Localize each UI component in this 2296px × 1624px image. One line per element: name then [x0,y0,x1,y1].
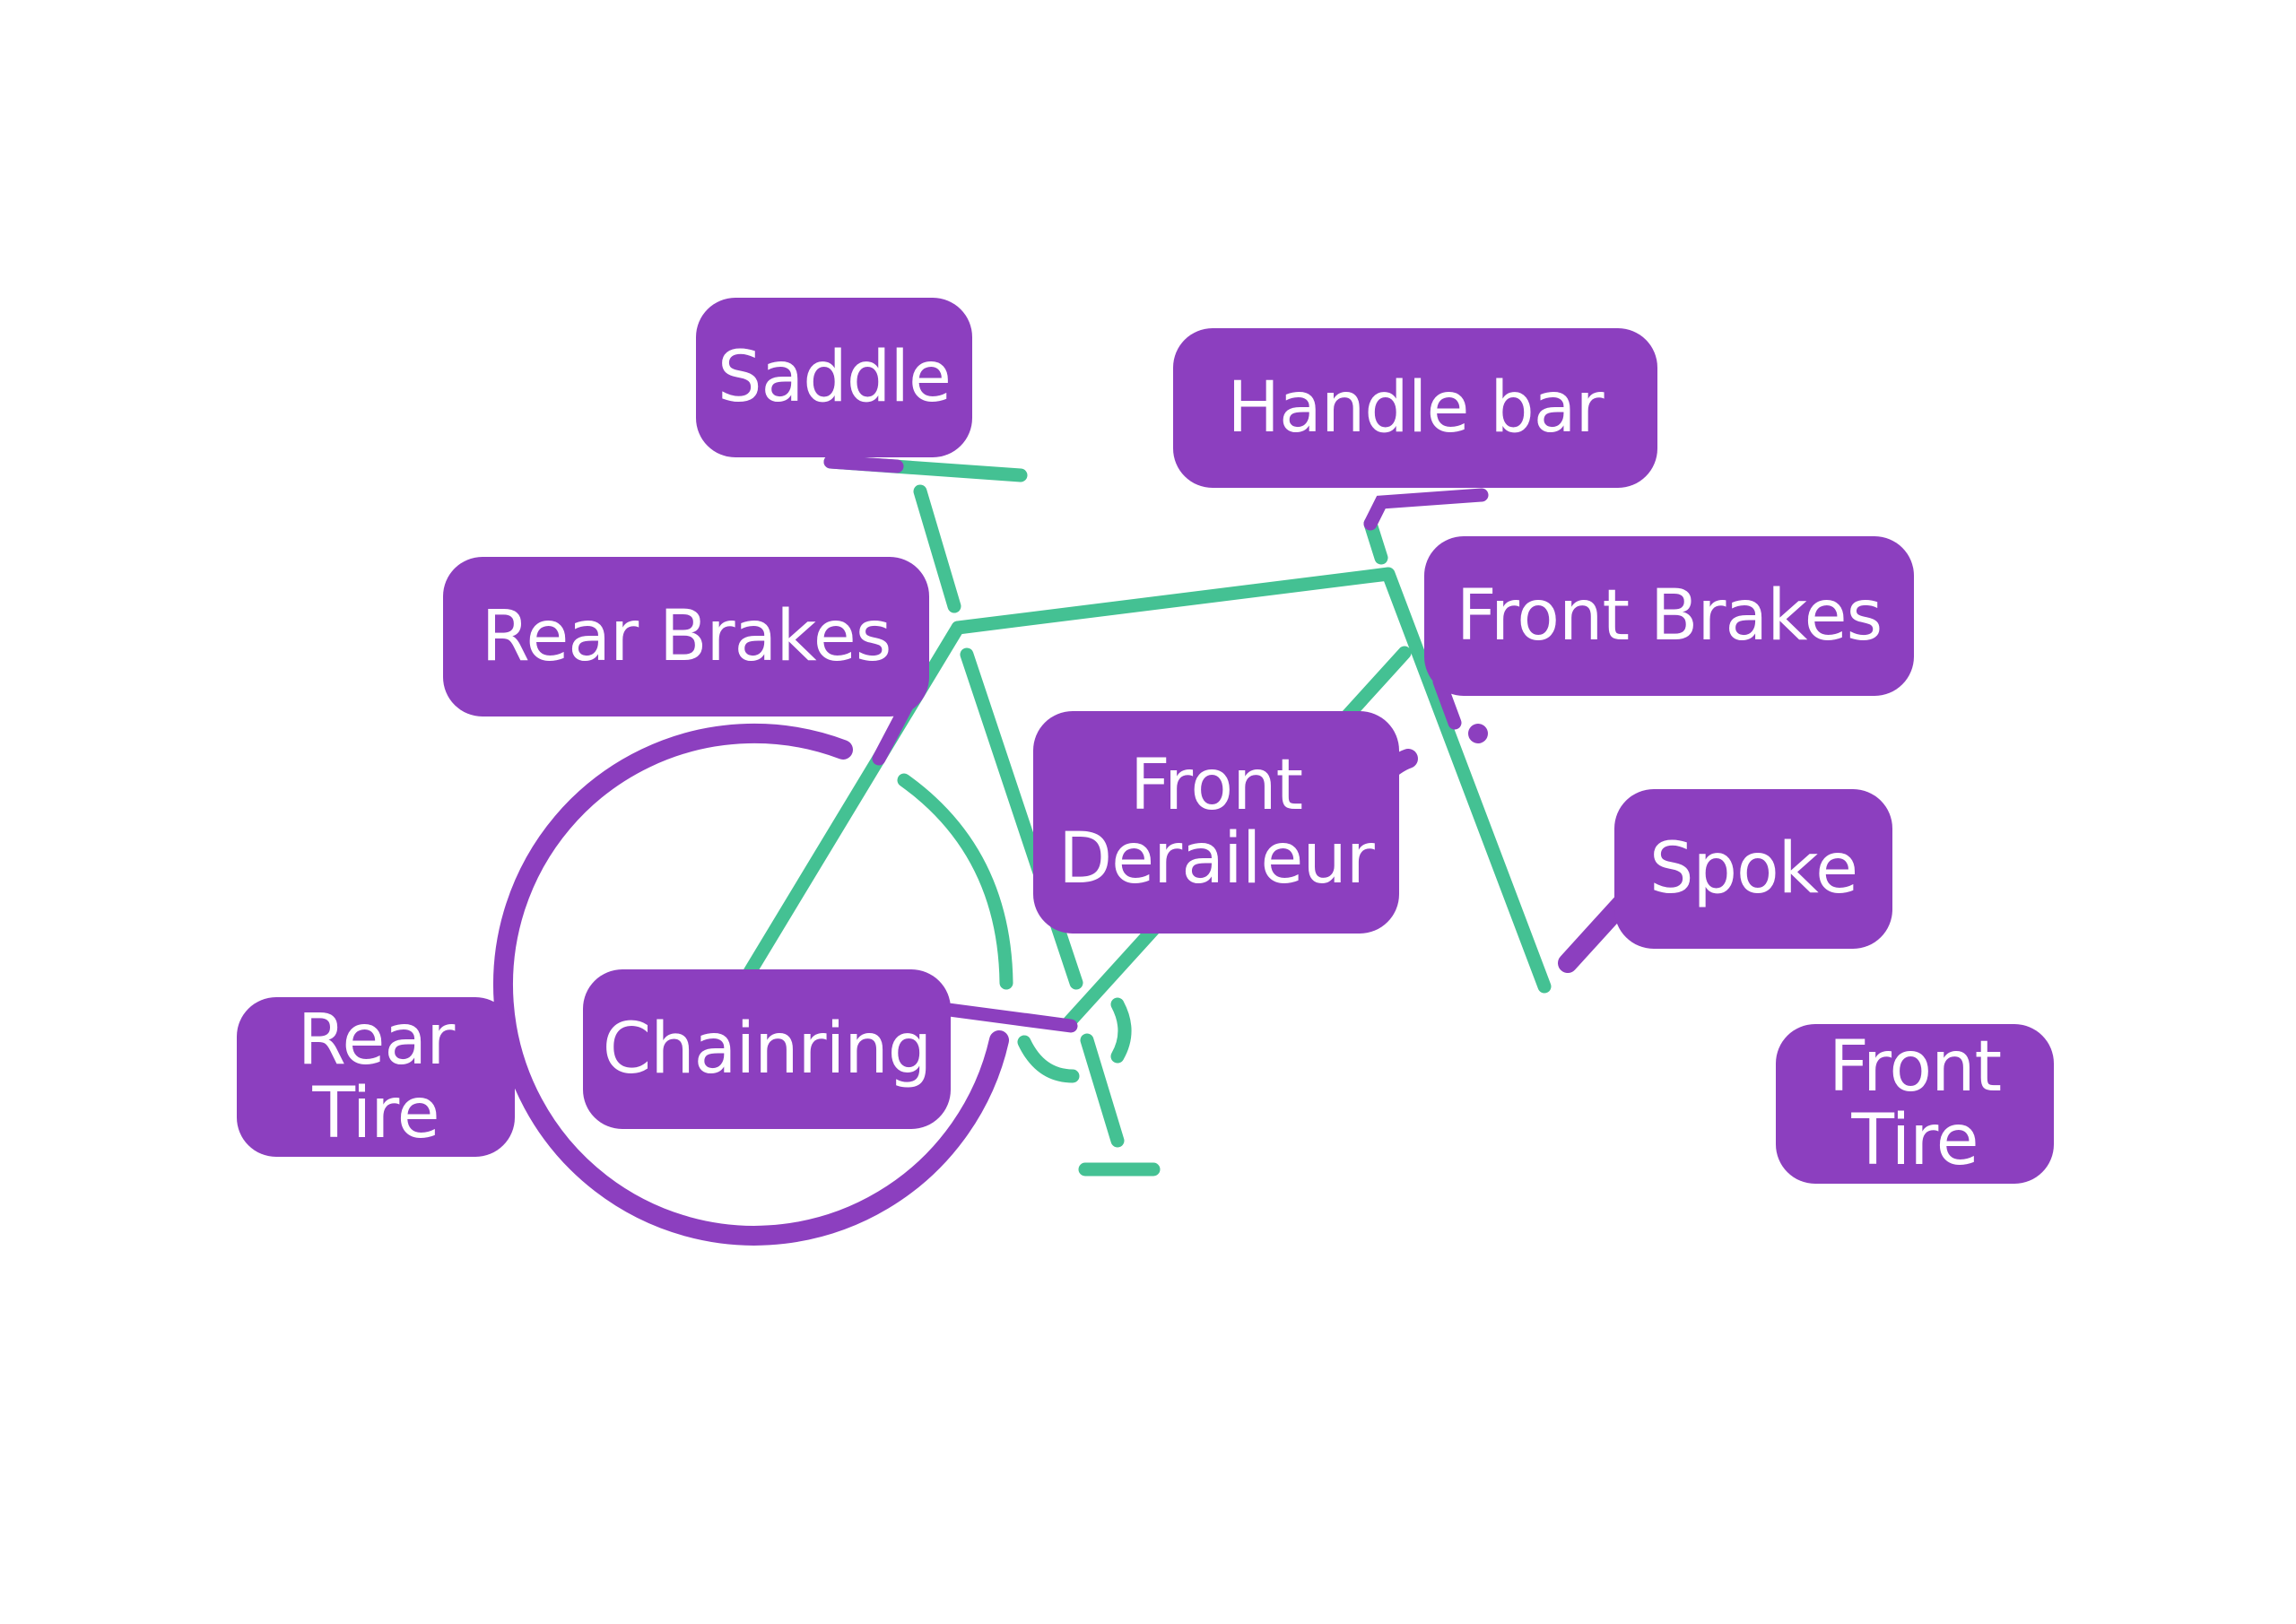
front-spoke [1558,894,1631,973]
label-rear-brakes-text: Rear Brakes [481,596,892,677]
top-tube [951,567,1552,994]
rear-tire-arc [492,723,1009,1246]
label-front-tire-line1: Front [1828,1027,2002,1107]
label-front-derailleur-line2: Deraileur [1058,819,1375,899]
crank-arm [1080,1033,1125,1148]
label-saddle-text: Saddle [718,337,952,418]
label-handle-bar-text: Handle bar [1227,368,1604,448]
label-chainring-text: Chainring [602,1009,932,1090]
label-front-tire: Front Tire [1776,1024,2054,1184]
label-spoke: Spoke [1614,789,1892,949]
label-rear-tire-line2: Tire [312,1073,439,1154]
label-handle-bar: Handle bar [1173,328,1657,488]
chainstay [942,1003,1078,1033]
label-front-derailleur: Front Deraileur [1033,711,1399,934]
rear-wheel [492,723,1009,1246]
handlebar-line [1363,488,1489,531]
label-spoke-text: Spoke [1648,829,1858,909]
label-front-tire-line2: Tire [1851,1100,1979,1181]
crank-arc-right [1110,997,1132,1064]
label-rear-brakes: Rear Brakes [443,557,929,716]
rear-brake-curve [897,773,1013,990]
saddle-base [823,455,904,473]
label-front-brakes-text: Front Brakes [1456,576,1883,656]
label-rear-tire-line1: Rear [297,1000,456,1081]
seat-post [913,484,961,613]
label-front-derailleur-line1: Front [1129,745,1303,826]
crank-arc [1017,1035,1080,1083]
label-saddle: Saddle [696,298,972,457]
front-wheel [1371,724,1631,973]
label-chainring: Chainring [583,969,951,1129]
label-rear-tire: Rear Tire [237,997,515,1157]
label-front-brakes: Front Brakes [1424,536,1914,696]
